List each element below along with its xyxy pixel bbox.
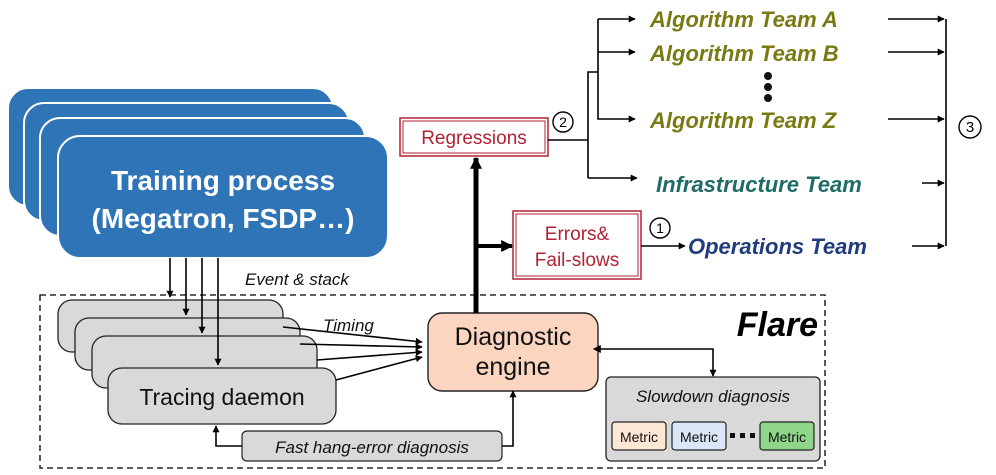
training-process-title: Training process	[111, 165, 335, 196]
metric-chip-2-label: Metric	[680, 429, 718, 445]
flare-label: Flare	[737, 306, 818, 344]
engine-slowdown-link	[592, 345, 717, 377]
regressions-box	[399, 117, 549, 157]
training-process-subtitle: (Megatron, FSDP…)	[92, 203, 355, 234]
event-stack-arrows	[166, 258, 222, 366]
tracing-daemon-box	[107, 367, 337, 425]
team-algorithm-z: Algorithm Team Z	[649, 108, 838, 133]
failslows-label: Fail-slows	[535, 250, 619, 271]
svg-text:1: 1	[656, 220, 664, 236]
fast-hang-box	[241, 430, 503, 462]
team-ellipsis	[764, 72, 772, 102]
metric-chip-3-label: Metric	[768, 429, 806, 445]
errors-label: Errors&	[545, 224, 610, 245]
tracing-daemon-stack: Tracing daemon	[57, 299, 337, 425]
metric-chip-1	[611, 421, 667, 451]
svg-text:3: 3	[966, 119, 974, 136]
fast-hang-label: Fast hang-error diagnosis	[275, 438, 469, 457]
slowdown-diagnosis-title: Slowdown diagnosis	[636, 387, 791, 406]
regressions-label: Regressions	[421, 128, 527, 149]
diagnostic-engine-line2: engine	[475, 353, 550, 381]
training-process-box	[57, 135, 389, 259]
metric-ellipsis	[730, 433, 755, 438]
marker-3: 3	[958, 115, 982, 139]
marker-1: 1	[649, 217, 671, 239]
team-infrastructure: Infrastructure Team	[656, 172, 862, 197]
svg-text:2: 2	[559, 114, 567, 130]
metric-chip-2	[671, 421, 727, 451]
diagnostic-engine-line1: Diagnostic	[455, 323, 572, 351]
metric-chip-1-label: Metric	[620, 429, 658, 445]
timing-arrows	[282, 326, 423, 381]
errors-failslows-box	[512, 210, 642, 280]
timing-label: Timing	[323, 316, 374, 335]
flare-region	[39, 294, 826, 469]
marker-2: 2	[552, 111, 574, 133]
team-operations: Operations Team	[688, 234, 867, 259]
training-process-stack: Training process (Megatron, FSDP…)	[7, 87, 389, 259]
tracing-daemon-label: Tracing daemon	[139, 384, 304, 410]
event-stack-label: Event & stack	[245, 270, 350, 289]
metric-chip-3	[759, 421, 815, 451]
regressions-routing	[548, 15, 638, 182]
team-algorithm-a: Algorithm Team A	[649, 7, 838, 32]
team-algorithm-b: Algorithm Team B	[649, 41, 839, 66]
teams-to-feedback-bus	[888, 15, 947, 250]
